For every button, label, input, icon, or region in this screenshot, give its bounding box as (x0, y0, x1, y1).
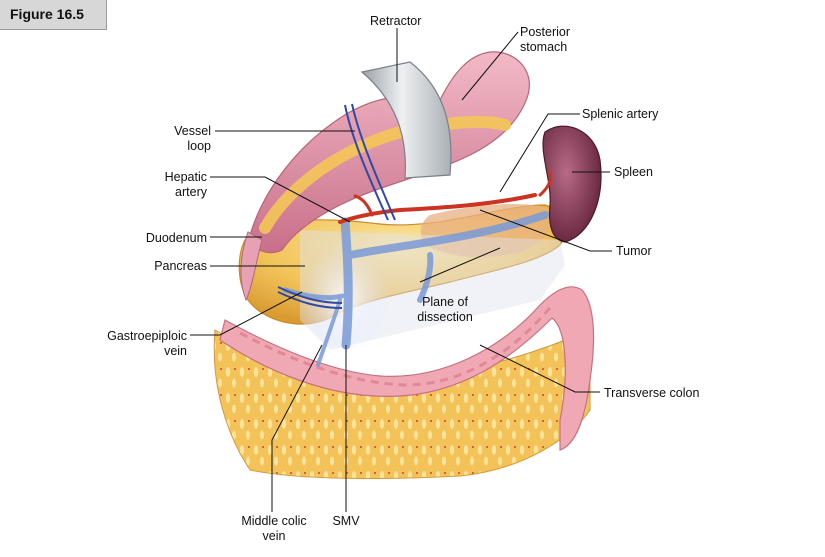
label-tumor: Tumor (616, 244, 652, 259)
label-duodenum-text: Duodenum (145, 231, 207, 245)
label-retractor-text: Retractor (370, 14, 422, 28)
label-pancreas: Pancreas (154, 259, 207, 274)
label-smv-text: SMV (332, 514, 360, 528)
label-plane-of-dissection-line1: Plane of (422, 295, 468, 309)
vessel-loop-illustration (277, 103, 396, 309)
spleen-illustration (542, 125, 602, 243)
label-smv: SMV (328, 514, 364, 529)
label-gastroepiploic-vein-line2: vein (164, 344, 187, 358)
label-posterior-stomach-line2: stomach (520, 40, 568, 54)
label-plane-of-dissection-line2: dissection (417, 310, 473, 324)
label-duodenum: Duodenum (146, 231, 207, 246)
label-hepatic-artery-line2: artery (175, 185, 207, 199)
label-middle-colic-vein-line2: vein (262, 529, 286, 543)
label-hepatic-artery-line1: Hepatic (164, 170, 207, 184)
leader-lines (190, 28, 612, 512)
label-pancreas-text: Pancreas (154, 259, 207, 273)
label-retractor: Retractor (370, 14, 421, 29)
label-posterior-stomach: Posterior stomach (520, 25, 570, 55)
label-splenic-artery-text: Splenic artery (582, 107, 659, 121)
label-tumor-text: Tumor (616, 244, 652, 258)
label-gastroepiploic-vein: Gastroepiploic vein (107, 329, 187, 359)
label-posterior-stomach-line1: Posterior (520, 25, 571, 39)
transverse-colon-illustration (219, 286, 595, 451)
label-transverse-colon: Transverse colon (604, 386, 699, 401)
label-middle-colic-vein: Middle colic vein (232, 514, 316, 544)
label-middle-colic-vein-line1: Middle colic (241, 514, 307, 528)
label-plane-of-dissection: Plane of dissection (405, 295, 485, 325)
arteries-illustration (338, 170, 552, 224)
label-transverse-colon-text: Transverse colon (604, 386, 700, 400)
posterior-stomach-illustration (249, 51, 530, 254)
retractor-illustration (360, 61, 452, 179)
label-vessel-loop-line1: Vessel (174, 124, 211, 138)
veins-illustration (282, 211, 549, 367)
label-spleen: Spleen (614, 165, 653, 180)
figure-number-tab: Figure 16.5 (0, 0, 107, 30)
label-gastroepiploic-vein-line1: Gastroepiploic (107, 329, 187, 343)
label-spleen-text: Spleen (614, 165, 653, 179)
label-hepatic-artery: Hepatic artery (165, 170, 207, 200)
label-vessel-loop-line2: loop (187, 139, 211, 153)
label-splenic-artery: Splenic artery (582, 107, 658, 122)
figure-number: Figure 16.5 (10, 6, 84, 22)
label-vessel-loop: Vessel loop (174, 124, 211, 154)
